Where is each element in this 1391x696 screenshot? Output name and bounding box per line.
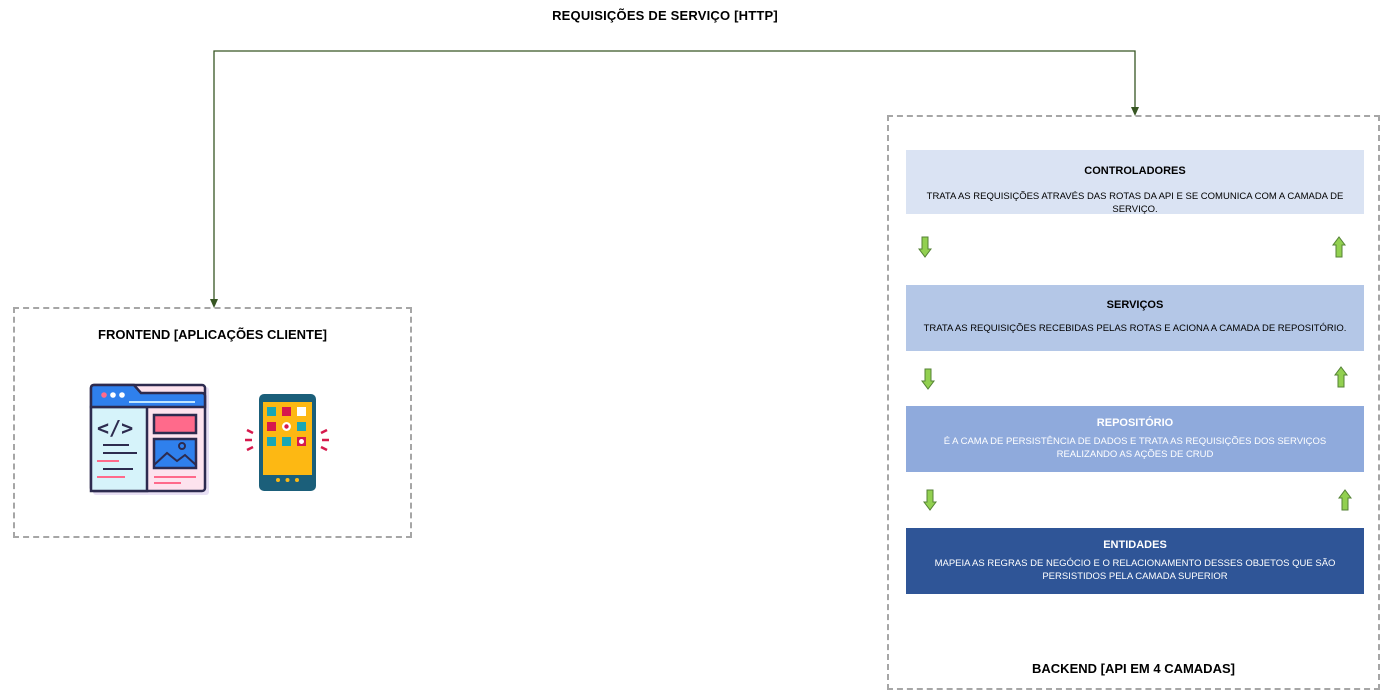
layer-entidades: ENTIDADES MAPEIA AS REGRAS DE NEGÓCIO E …: [906, 528, 1364, 594]
layer-servicos: SERVIÇOS TRATA AS REQUISIÇÕES RECEBIDAS …: [906, 285, 1364, 351]
frontend-title: FRONTEND [APLICAÇÕES CLIENTE]: [98, 327, 327, 342]
backend-container: BACKEND [API EM 4 CAMADAS]: [887, 115, 1380, 690]
layer-controladores: CONTROLADORES TRATA AS REQUISIÇÕES ATRAV…: [906, 150, 1364, 215]
web-browser-code-icon: </>: [89, 383, 209, 495]
layer-title: SERVIÇOS: [1106, 299, 1164, 311]
connector-arrowhead-frontend: [210, 299, 218, 308]
frontend-container: FRONTEND [APLICAÇÕES CLIENTE] </>: [13, 307, 412, 538]
layer-description: TRATA AS REQUISIÇÕES ATRAVÉS DAS ROTAS D…: [926, 191, 1344, 215]
layer-description: TRATA AS REQUISIÇÕES RECEBIDAS PELAS ROT…: [923, 323, 1347, 334]
layer-title: REPOSITÓRIO: [1096, 417, 1174, 429]
connector-arrowhead-backend: [1131, 107, 1139, 116]
layer-title: CONTROLADORES: [1084, 165, 1186, 177]
arrow-up-icon: [1332, 236, 1346, 258]
svg-text:</>: </>: [97, 416, 133, 440]
arrow-up-icon: [1334, 366, 1348, 388]
layer-repositorio: REPOSITÓRIO É A CAMA DE PERSISTÊNCIA DE …: [906, 406, 1364, 472]
layer-description: É A CAMA DE PERSISTÊNCIA DE DADOS E TRAT…: [943, 436, 1327, 460]
smartphone-apps-icon: [245, 394, 329, 491]
backend-title: BACKEND [API EM 4 CAMADAS]: [1032, 661, 1235, 676]
arrow-down-icon: [923, 489, 937, 511]
arrow-down-icon: [921, 368, 935, 390]
layer-description: MAPEIA AS REGRAS DE NEGÓCIO E O RELACION…: [934, 558, 1336, 582]
diagram-title: REQUISIÇÕES DE SERVIÇO [HTTP]: [552, 8, 778, 23]
arrow-down-icon: [918, 236, 932, 258]
layer-title: ENTIDADES: [1103, 539, 1167, 551]
arrow-up-icon: [1338, 489, 1352, 511]
